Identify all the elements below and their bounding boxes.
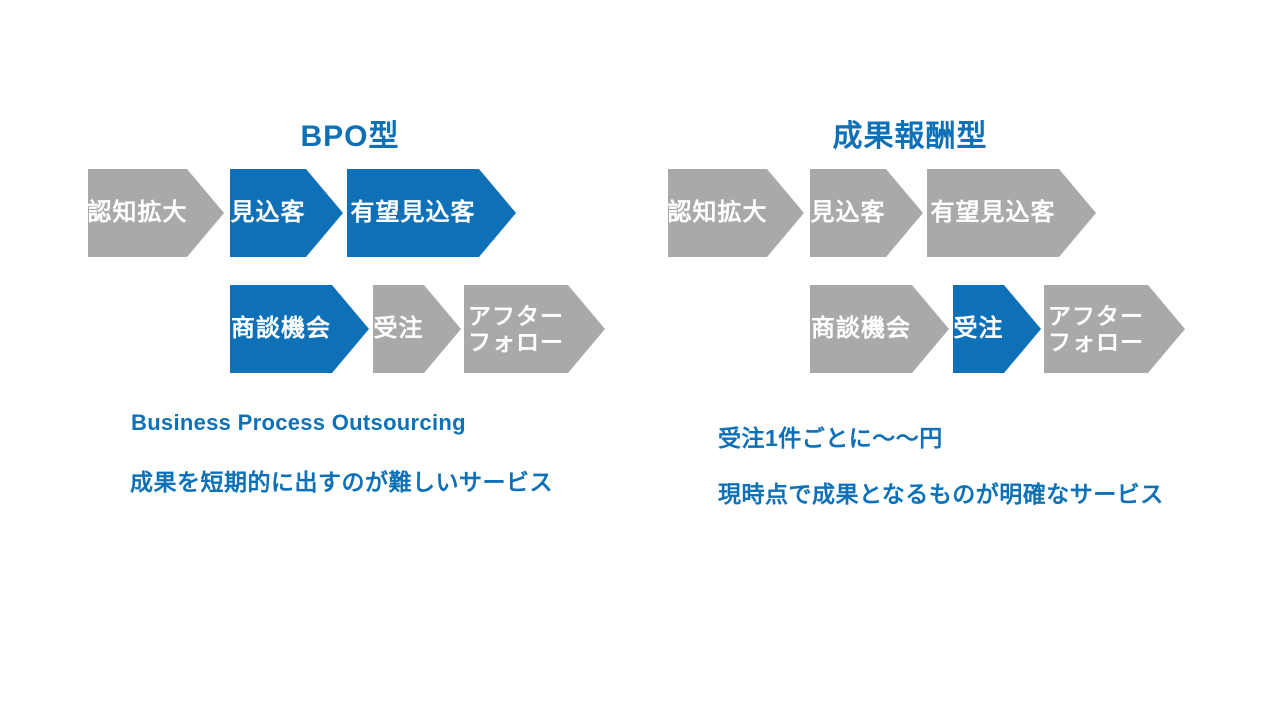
stage-label: 受注 xyxy=(373,315,424,343)
bpo-stage-qualified-lead-chevron: 有望見込客 xyxy=(347,169,516,257)
perf-stage-qualified-lead-chevron: 有望見込客 xyxy=(927,169,1096,257)
stage-label: アフター フォロー xyxy=(468,302,564,355)
stage-label: 認知拡大 xyxy=(667,199,768,227)
bpo-stage-meeting-chevron: 商談機会 xyxy=(230,285,369,373)
stage-label: 見込客 xyxy=(230,199,306,227)
stage-label: 認知拡大 xyxy=(87,199,188,227)
bpo-stage-order-chevron: 受注 xyxy=(373,285,461,373)
perf-stage-after-follow-chevron: アフター フォロー xyxy=(1044,285,1185,373)
bpo-stage-lead-chevron: 見込客 xyxy=(230,169,343,257)
perf-stage-awareness-chevron: 認知拡大 xyxy=(668,169,804,257)
perf-stage-order-chevron: 受注 xyxy=(953,285,1041,373)
bpo-note-description: 成果を短期的に出すのが難しいサービス xyxy=(130,469,553,495)
bpo-stage-awareness-chevron: 認知拡大 xyxy=(88,169,224,257)
stage-label: 受注 xyxy=(953,315,1004,343)
bpo-panel-title: BPO型 xyxy=(300,119,400,153)
bpo-stage-after-follow-chevron: アフター フォロー xyxy=(464,285,605,373)
performance-panel-title: 成果報酬型 xyxy=(832,119,988,153)
stage-label: 有望見込客 xyxy=(350,199,476,227)
stage-label: 有望見込客 xyxy=(930,199,1056,227)
stage-label: アフター フォロー xyxy=(1048,302,1144,355)
perf-note-description: 現時点で成果となるものが明確なサービス xyxy=(718,481,1164,507)
perf-stage-meeting-chevron: 商談機会 xyxy=(810,285,949,373)
stage-label: 見込客 xyxy=(810,199,886,227)
bpo-note-full-name: Business Process Outsourcing xyxy=(131,410,466,435)
stage-label: 商談機会 xyxy=(231,315,331,343)
perf-note-pricing: 受注1件ごとに～～円 xyxy=(718,425,943,451)
perf-stage-lead-chevron: 見込客 xyxy=(810,169,923,257)
stage-label: 商談機会 xyxy=(811,315,911,343)
